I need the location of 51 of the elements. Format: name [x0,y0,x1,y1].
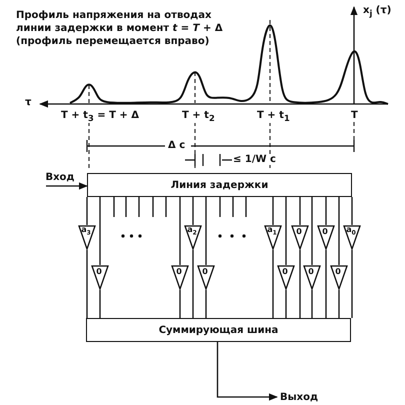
tick-label: T + t$_{3}$ = T + Δ [60,110,140,123]
tap-line [272,197,274,225]
tick-label: T + t$_{1}$ [256,110,291,123]
tap-line [99,290,101,318]
axis-label: τ [24,97,32,108]
tap-line [179,290,181,318]
tap-line [205,290,207,318]
tap-line [272,250,274,318]
dimension-label: ≤ 1/W c [232,154,277,165]
tap-line [192,197,194,225]
coefficient-label: a$_{3}$ [81,226,91,238]
tap-line [311,290,313,318]
tap-line [325,197,327,225]
coefficient-label: a$_{0}$ [346,226,356,238]
tap-line [99,197,101,265]
coefficient-label: 0 [296,228,302,236]
arrow [46,182,88,190]
coefficient-label: 0 [335,268,341,276]
tap-line [86,250,88,318]
tap-line [311,197,313,265]
box-label: Суммирующая шина [158,324,278,336]
coefficient-label: 0 [202,268,208,276]
tap-line [338,290,340,318]
coefficient-label: 0 [282,268,288,276]
tap-line [285,197,287,265]
box-label: Линия задержки [170,180,268,190]
tap-line [299,197,301,225]
coefficient-label: 0 [96,268,102,276]
tick-label: T + t$_{2}$ [181,110,216,123]
tap-line [86,197,88,225]
tap-line [192,250,194,318]
tap-line [299,250,301,318]
coefficient-label: 0 [176,268,182,276]
tap-line [179,197,181,265]
io-label: Выход [280,392,318,402]
summing-bus-box [86,318,351,342]
tap-line [338,197,340,265]
arrow [216,342,278,401]
coefficient-label: 0 [308,268,314,276]
coefficient-label: a$_{1}$ [267,226,277,238]
tap-line [325,250,327,318]
io-label: Вход [45,172,75,183]
tick-label: T [350,110,359,121]
tap-line [351,250,353,318]
tap-line [205,197,207,265]
coefficient-label: 0 [322,228,328,236]
coefficient-label: a$_{2}$ [187,226,197,238]
tap-line [285,290,287,318]
tap-line [351,197,353,225]
dimension-label: Δ c [167,140,186,151]
axis-label: x$_{j}$ (τ) [362,5,392,18]
